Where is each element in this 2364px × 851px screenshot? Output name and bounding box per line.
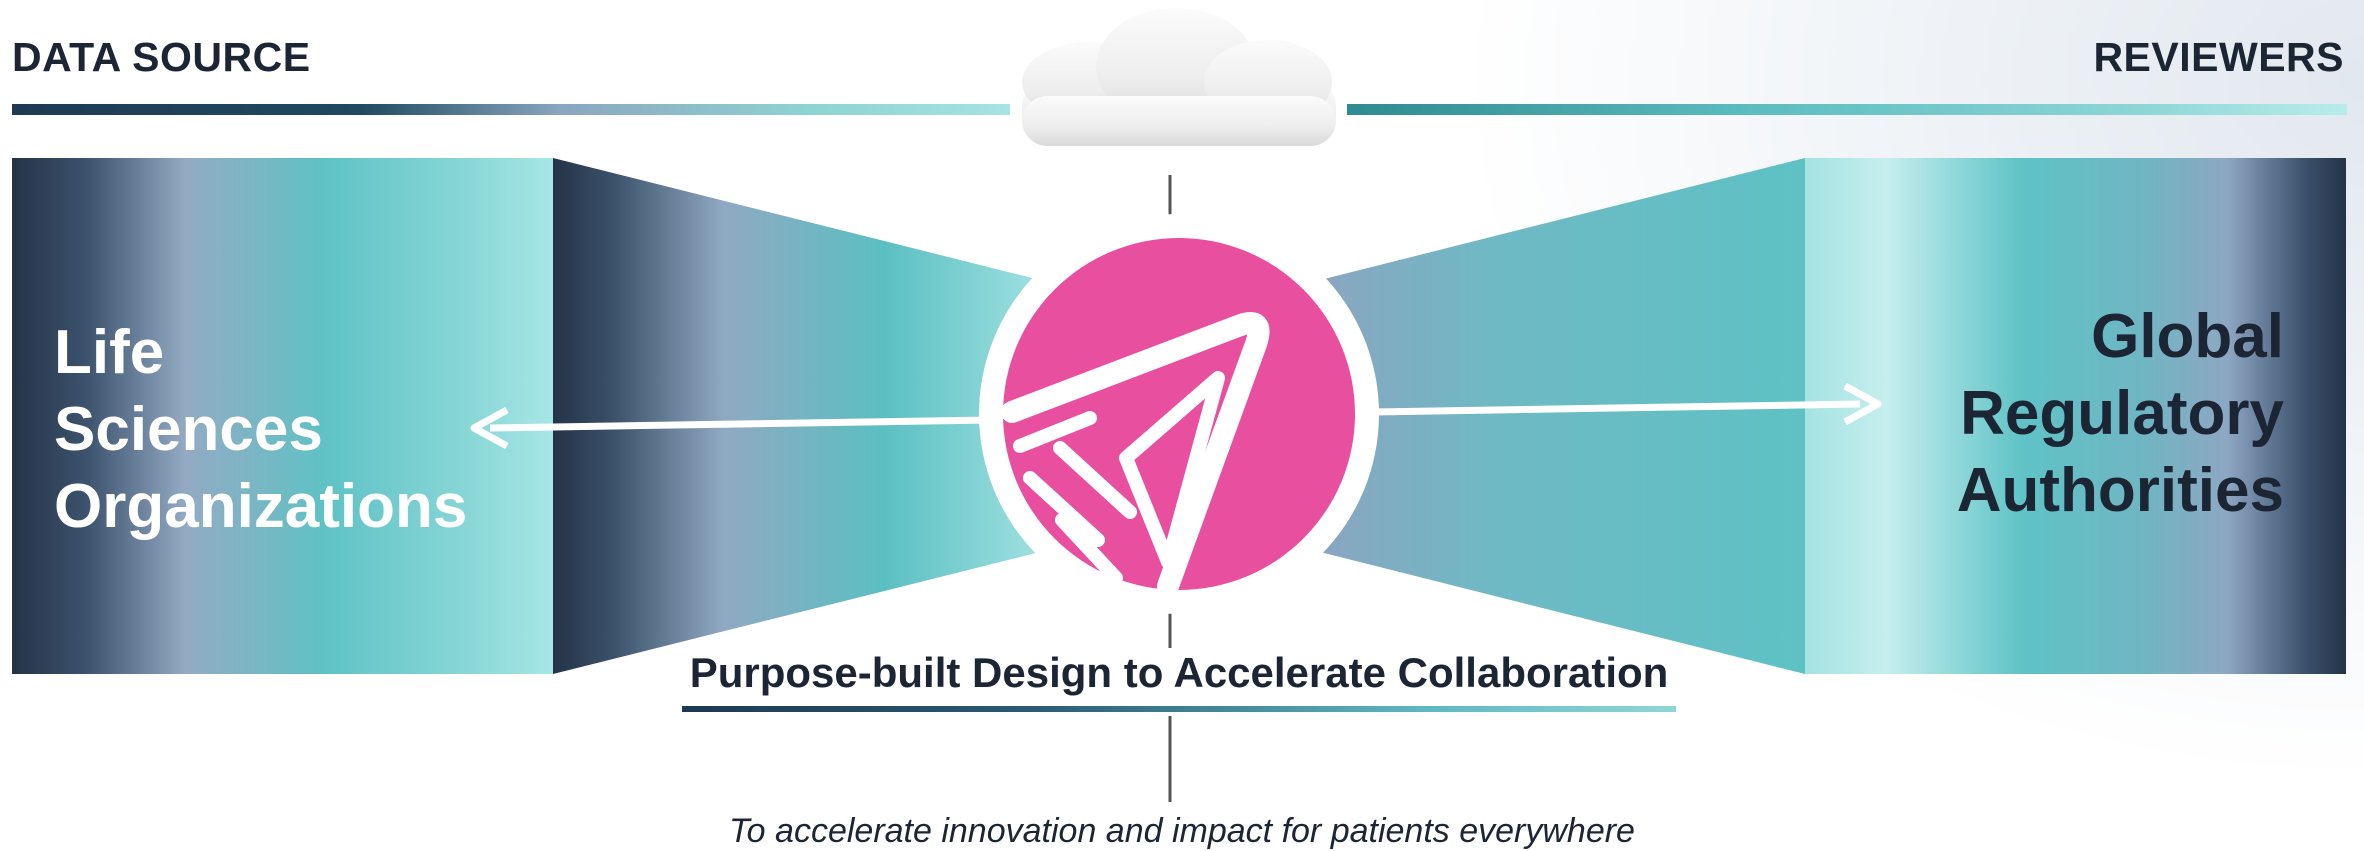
purpose-title: Purpose-built Design to Accelerate Colla… [689,649,1669,696]
reviewers-rule [1347,104,2347,115]
right-panel [1805,158,2346,674]
pink-circle-a-logo [979,214,1379,614]
cloud-icon [1022,8,1336,146]
left-panel [12,158,553,674]
right-funnel [1320,158,1805,674]
purpose-underline [682,706,1676,712]
data-source-heading: DATA SOURCE [12,34,311,80]
data-source-rule [12,104,1010,115]
mission-tagline: To accelerate innovation and impact for … [729,812,1635,850]
left-arrow [470,406,991,450]
regulatory-authorities-label: Global Regulatory Authorities [1956,302,2284,525]
right-arrow [1371,382,1882,426]
life-sciences-label: Life Sciences Organizations [54,318,468,541]
reviewers-heading: REVIEWERS [2093,34,2344,80]
left-funnel [553,158,1040,674]
